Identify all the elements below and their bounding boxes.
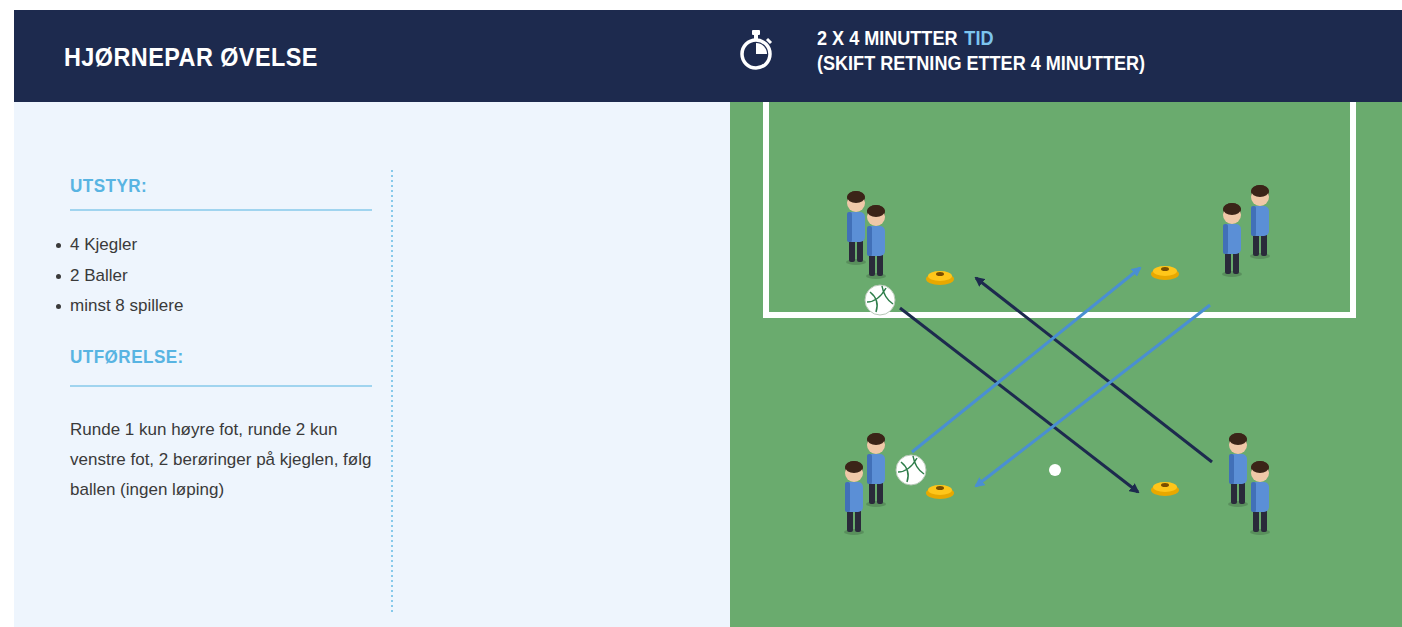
section-heading: UTFØRELSE: (70, 345, 184, 369)
equipment-item: minst 8 spillere (70, 294, 183, 318)
time-note-line: (SKIFT RETNING ETTER 4 MINUTTER) (817, 51, 1145, 75)
pass-arrow (912, 268, 1140, 452)
equipment-item-text: 2 Baller (70, 266, 128, 285)
header-bar: HJØRNEPAR ØVELSE 2 X 4 MINUTTER TID (SKIF… (14, 10, 1402, 102)
time-line: 2 X 4 MINUTTER TID (817, 26, 993, 50)
heading-rule (70, 209, 372, 211)
player-pair (1222, 185, 1270, 277)
penalty-spot (1049, 464, 1061, 476)
bullet-dot (56, 304, 61, 309)
section-heading-text: UTFØRELSE: (70, 346, 184, 367)
pitch-illustration (730, 102, 1402, 627)
cone (926, 271, 954, 285)
section-heading-text: UTSTYR: (70, 175, 147, 196)
instruction-text-text: Runde 1 kun høyre fot, runde 2 kun venst… (70, 420, 371, 499)
cone (1151, 482, 1179, 496)
time-label-accent: TID (964, 26, 993, 49)
panel-decoration (0, 0, 730, 627)
pass-arrow (900, 308, 1138, 492)
pitch (730, 102, 1402, 627)
penalty-box (766, 102, 1353, 315)
pass-arrow (976, 305, 1210, 486)
instruction-text: Runde 1 kun høyre fot, runde 2 kun venst… (70, 415, 378, 505)
cone (926, 485, 954, 499)
ball (865, 285, 895, 315)
equipment-item-text: minst 8 spillere (70, 296, 183, 315)
time-note: (SKIFT RETNING ETTER 4 MINUTTER) (817, 51, 1145, 74)
timer-icon (736, 28, 776, 72)
cone (1151, 266, 1179, 280)
section-heading: UTSTYR: (70, 174, 147, 198)
time-label: 2 X 4 MINUTTER (817, 26, 957, 49)
separator (391, 170, 393, 614)
player-pair (846, 191, 886, 279)
player-pair (1228, 433, 1270, 535)
ball (896, 455, 926, 485)
player-pair (844, 433, 886, 535)
equipment-item-text: 4 Kjegler (70, 235, 137, 254)
bullet-dot (56, 274, 61, 279)
equipment-item: 2 Baller (70, 264, 128, 288)
equipment-item: 4 Kjegler (70, 233, 137, 257)
bullet-dot (56, 243, 61, 248)
title: HJØRNEPAR ØVELSE (64, 42, 318, 73)
info-panel: UTSTYR: 4 Kjegler 2 Baller minst 8 spillere… (14, 102, 730, 627)
heading-rule (70, 385, 372, 387)
